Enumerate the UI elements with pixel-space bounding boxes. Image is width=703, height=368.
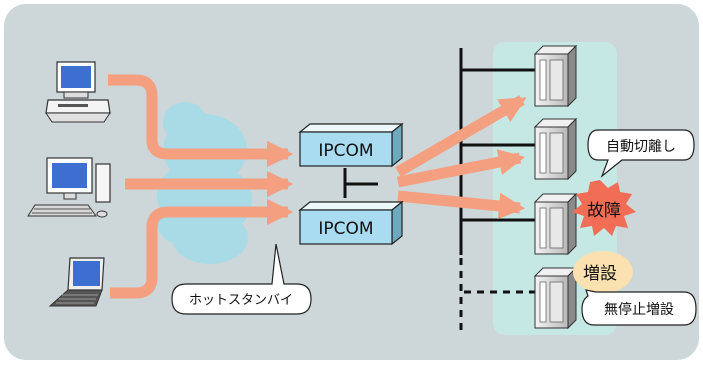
callout-hot-standby-text: ホットスタンバイ (189, 293, 293, 308)
ipcom-device-primary: IPCOM (298, 122, 404, 168)
ipcom-label: IPCOM (318, 141, 373, 161)
server-icon (533, 44, 578, 108)
lan-bus (343, 48, 535, 255)
workstation-computer-icon (27, 157, 111, 218)
laptop-computer-icon (48, 257, 105, 307)
expansion-burst: 増設 (573, 251, 633, 293)
desktop-computer-icon (45, 61, 111, 123)
failed-server-icon (533, 192, 578, 256)
callout-auto-detach-text: 自動切離し (606, 138, 676, 155)
server-icon (533, 117, 578, 181)
failure-label: 故障 (587, 201, 621, 221)
callout-nonstop-expansion-text: 無停止増設 (604, 301, 674, 318)
callout-hot-standby: ホットスタンバイ (171, 243, 312, 315)
expansion-label: 増設 (583, 264, 617, 284)
added-server-icon (533, 266, 578, 330)
callout-auto-detach: 自動切離し (587, 129, 695, 178)
failure-burst: 故障 (572, 180, 636, 236)
ipcom-device-standby: IPCOM (298, 200, 404, 246)
ipcom-label: IPCOM (318, 219, 373, 239)
callout-nonstop-expansion: 無停止増設 (581, 289, 697, 326)
traffic-arrows (108, 74, 527, 299)
